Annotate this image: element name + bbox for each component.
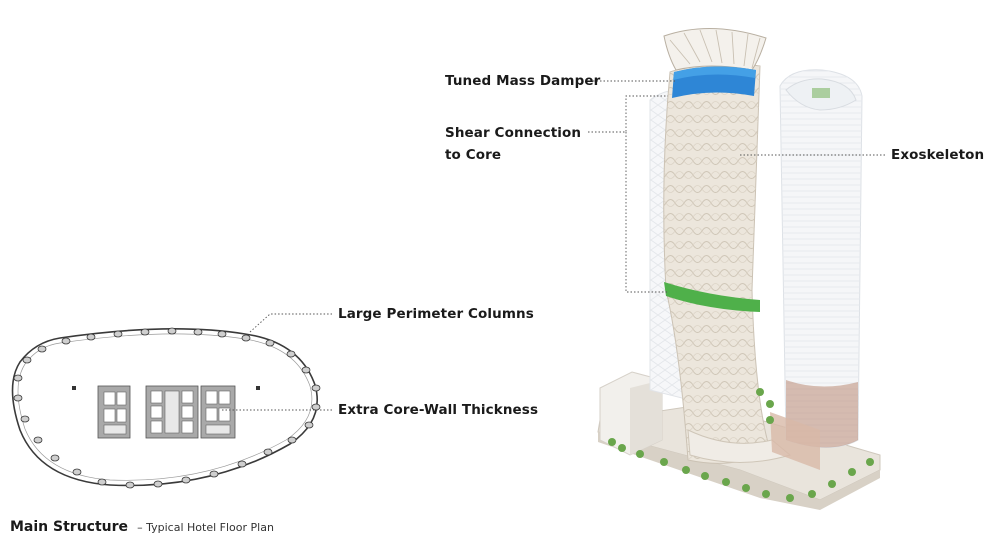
label-extra-core-wall-thickness: Extra Core-Wall Thickness: [338, 402, 539, 418]
perimeter-columns: [13, 327, 321, 489]
label-shear-connection-line1: Shear Connection: [445, 125, 582, 141]
caption-title: Main Structure: [10, 519, 129, 535]
tower-crown: [663, 27, 767, 71]
figure-caption: Main Structure – Typical Hotel Floor Pla…: [10, 516, 274, 535]
floor-plan: [11, 327, 321, 489]
label-shear-connection-line2: to Core: [445, 147, 502, 163]
shear-connection-band: [664, 282, 760, 312]
landscape-trees: [608, 388, 874, 502]
caption-subtitle: – Typical Hotel Floor Plan: [137, 521, 274, 534]
label-tuned-mass-damper: Tuned Mass Damper: [445, 73, 601, 89]
tower-model: [597, 27, 881, 510]
label-large-perimeter-columns: Large Perimeter Columns: [338, 306, 534, 322]
core-walls: [97, 385, 236, 439]
leader-lines: [222, 80, 886, 411]
label-exoskeleton: Exoskeleton: [891, 147, 985, 163]
